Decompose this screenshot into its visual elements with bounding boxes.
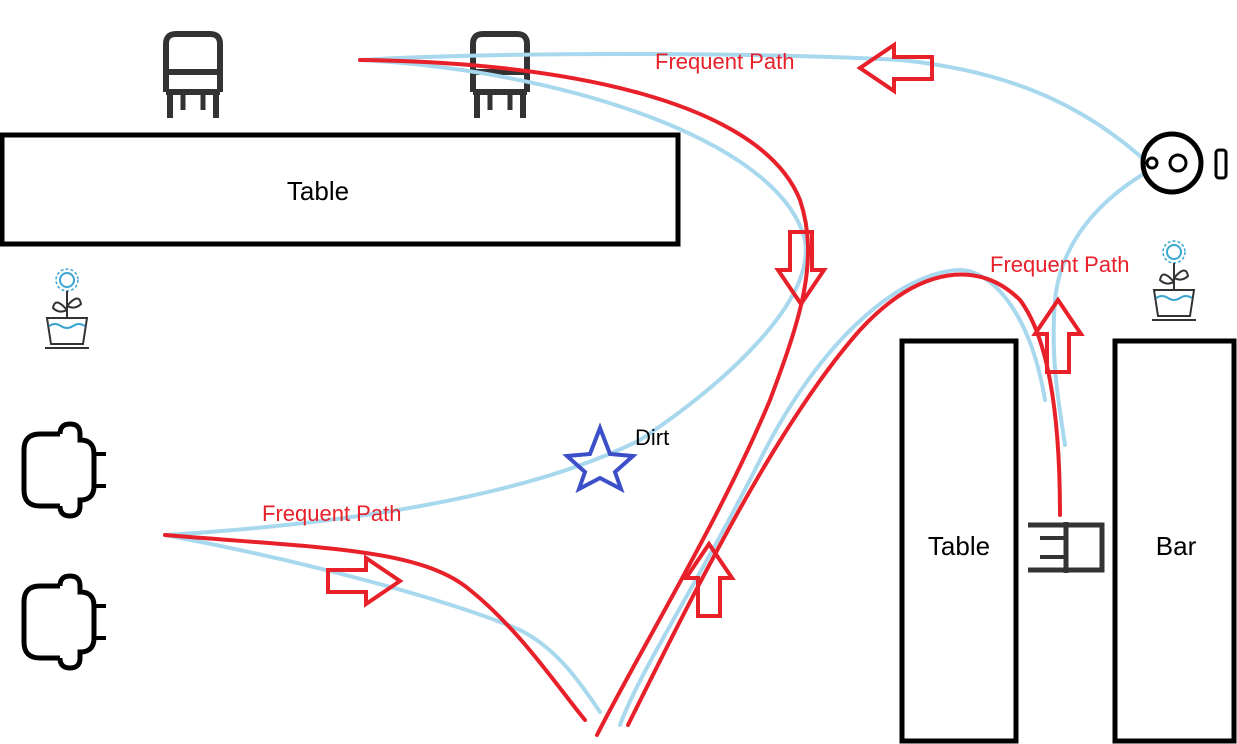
armchair-icon <box>24 424 106 516</box>
arrow-icon <box>858 43 934 93</box>
robot-vacuum-icon <box>1140 131 1228 195</box>
right-table-label: Table <box>928 531 990 561</box>
top-table-label: Table <box>287 176 349 206</box>
right-table <box>899 338 1019 744</box>
dirt-label: Dirt <box>635 425 669 450</box>
top-table <box>0 132 681 247</box>
chair-icon <box>1028 522 1105 573</box>
dirt-star-icon <box>562 422 638 494</box>
frequent-paths <box>163 58 1062 737</box>
frequent-path-label-right: Frequent Path <box>990 252 1129 277</box>
plant-icon <box>44 268 90 349</box>
frequent-path-label-left: Frequent Path <box>262 501 401 526</box>
chair-icon <box>166 34 220 118</box>
bar-label: Bar <box>1156 531 1197 561</box>
robot-paths <box>163 52 1152 727</box>
plant-icon <box>1151 240 1197 321</box>
armchair-icon <box>24 576 106 668</box>
arrow-icon <box>776 230 826 306</box>
frequent-path-label-top: Frequent Path <box>655 49 794 74</box>
arrow-icon <box>1033 298 1083 374</box>
bar-counter <box>1112 338 1237 744</box>
